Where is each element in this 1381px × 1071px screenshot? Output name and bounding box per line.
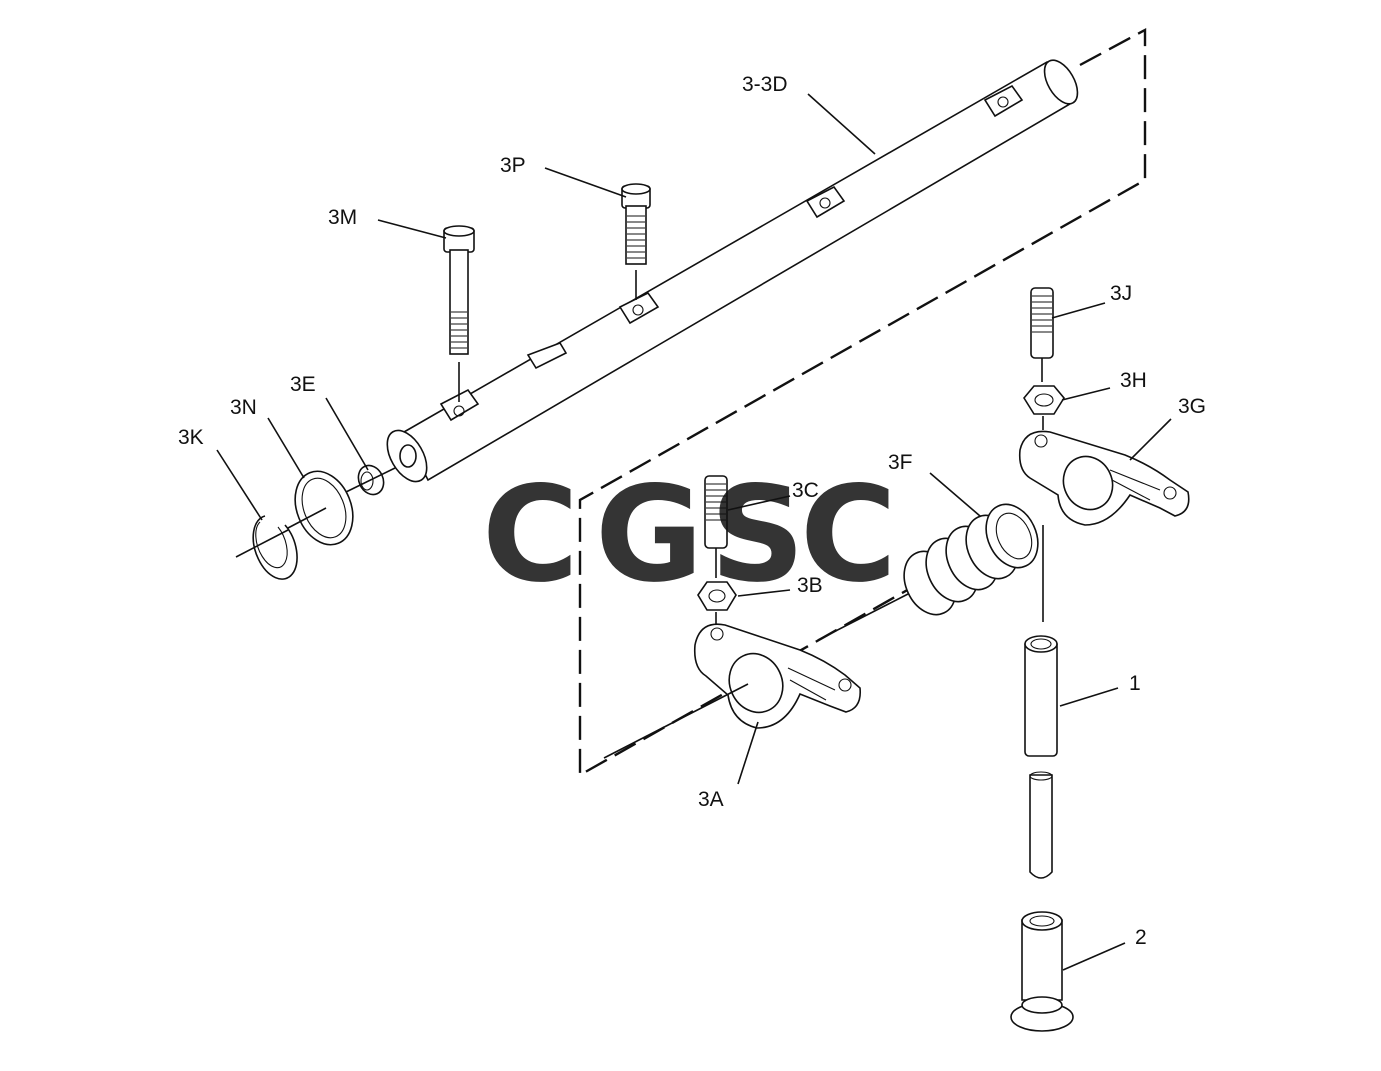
rocker-arm-3a	[693, 623, 862, 729]
rocker-arm-3g	[1018, 430, 1190, 526]
label-lifter-2: 2	[1135, 926, 1147, 949]
retaining-ring-3k	[252, 515, 298, 580]
stud-3j	[1030, 287, 1054, 382]
label-rocker-shaft: 3-3D	[742, 73, 788, 96]
label-nut-3b: 3B	[797, 574, 823, 597]
nut-3b	[697, 581, 737, 611]
watermark: C G S C	[482, 458, 897, 612]
watermark-letter-1: C	[482, 458, 579, 612]
assembly-boundary	[578, 27, 1147, 778]
watermark-letter-4: C	[800, 458, 897, 612]
push-rod-1	[1024, 635, 1058, 879]
watermark-letter-3: S	[710, 458, 805, 612]
label-rocker-arm-3g: 3G	[1178, 395, 1206, 418]
rocker-shaft	[386, 59, 1079, 483]
label-washer-3n: 3N	[230, 396, 257, 419]
bolt-3p	[621, 183, 651, 300]
callout-labels: 3-3D 3P 3M 3J 3H 3G 3E 3N 3K 3F 3C 3B 3A…	[178, 73, 1206, 949]
spring-3f	[903, 503, 1039, 616]
lifter-2	[1010, 911, 1074, 1032]
label-bolt-3m: 3M	[328, 206, 357, 229]
bolt-3m	[443, 225, 475, 402]
stud-3c	[704, 475, 728, 578]
label-push-rod-1: 1	[1129, 672, 1141, 695]
label-rocker-arm-3a: 3A	[698, 788, 724, 811]
label-stud-3j: 3J	[1110, 282, 1132, 305]
label-retaining-ring-3k: 3K	[178, 426, 204, 449]
label-plug-3e: 3E	[290, 373, 316, 396]
label-spring-3f: 3F	[888, 451, 913, 474]
label-stud-3c: 3C	[792, 479, 819, 502]
label-bolt-3p: 3P	[500, 154, 526, 177]
watermark-letter-2: G	[595, 458, 703, 612]
washer-3n	[294, 470, 354, 546]
leader-lines	[216, 93, 1172, 971]
label-nut-3h: 3H	[1120, 369, 1147, 392]
nut-3h	[1023, 385, 1065, 415]
